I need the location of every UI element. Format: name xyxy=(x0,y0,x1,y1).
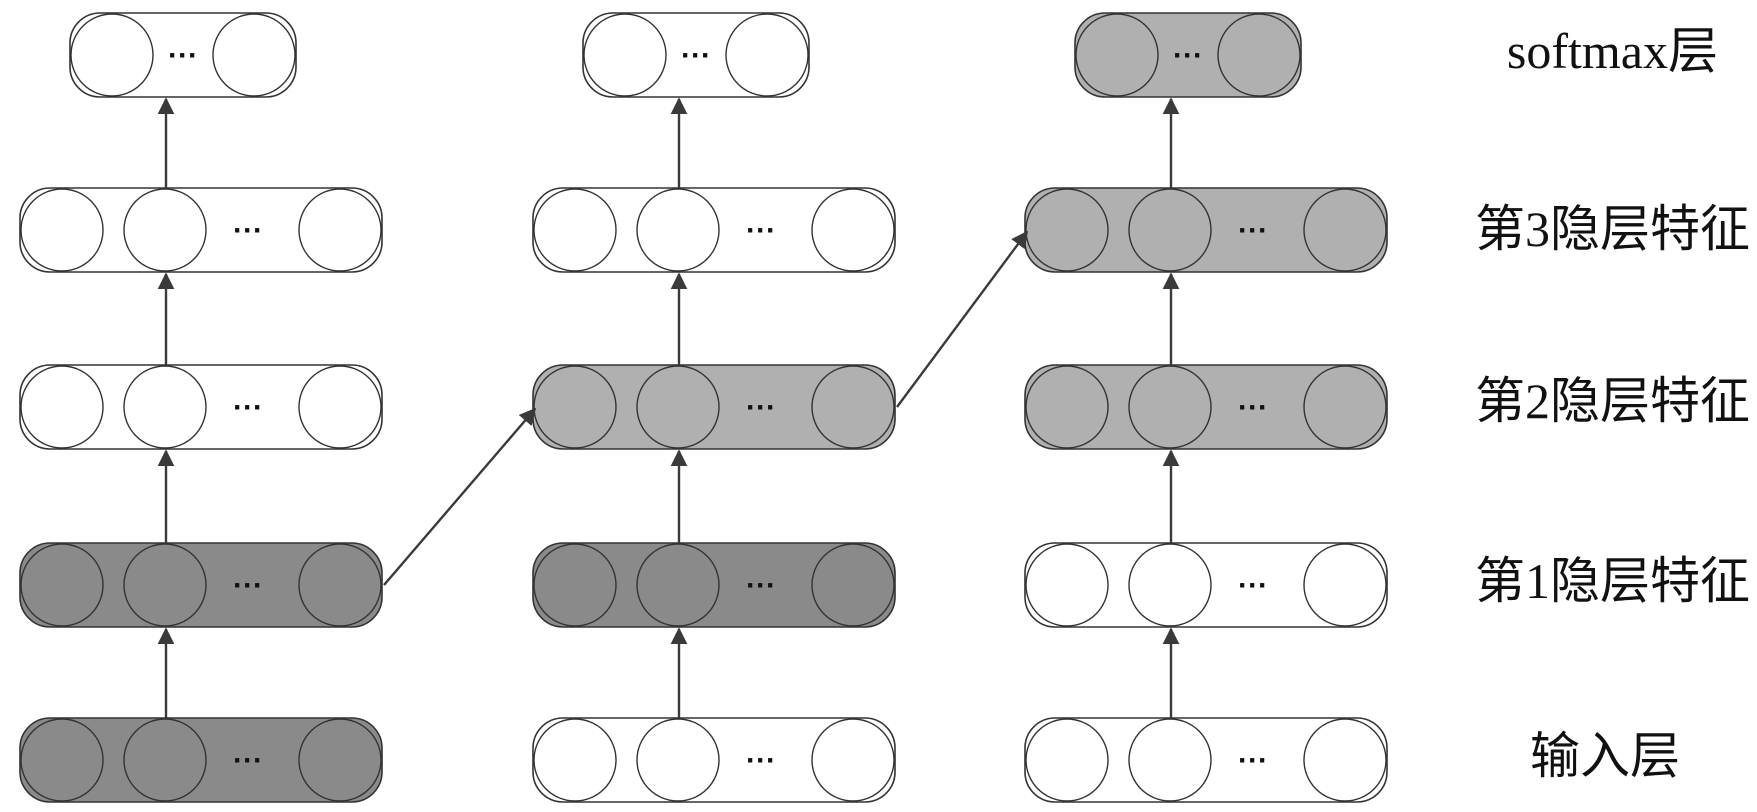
neuron-node xyxy=(1025,718,1109,802)
neuron-node xyxy=(636,365,720,449)
column-1-input-block: ··· xyxy=(19,717,383,803)
cross-link-arrow xyxy=(383,407,537,586)
neuron-node xyxy=(123,543,207,627)
column-1-softmax-block: ··· xyxy=(69,12,297,98)
neuron-node xyxy=(1303,718,1387,802)
column-2-hidden3-block: ··· xyxy=(532,187,896,273)
neuron-node xyxy=(636,188,720,272)
cross-link-arrow xyxy=(896,230,1029,408)
ellipsis-text: ··· xyxy=(746,391,776,424)
column-1-hidden1-block: ··· xyxy=(19,542,383,628)
ellipsis-text: ··· xyxy=(746,214,776,247)
neuron-node xyxy=(298,543,382,627)
neuron-node xyxy=(1075,13,1159,97)
neuron-node xyxy=(725,13,809,97)
neuron-node xyxy=(1303,543,1387,627)
neuron-node xyxy=(1025,188,1109,272)
column-1-hidden2-block: ··· xyxy=(19,364,383,450)
neuron-node xyxy=(811,543,895,627)
column-1-hidden3-block: ··· xyxy=(19,187,383,273)
neuron-node xyxy=(70,13,154,97)
neuron-node xyxy=(811,718,895,802)
neuron-node xyxy=(20,188,104,272)
label-hidden3: 第3隐层特征 xyxy=(1475,201,1750,257)
ellipsis-text: ··· xyxy=(233,391,263,424)
column-2-hidden1-block: ··· xyxy=(532,542,896,628)
column-2-hidden2-block: ··· xyxy=(532,364,896,450)
layer-blocks: ··· ··· ··· ··· ··· ··· ··· ··· ··· ··· ··· ··· ··· ·… xyxy=(19,12,1388,803)
neuron-node xyxy=(1303,365,1387,449)
neuron-node xyxy=(123,365,207,449)
neuron-node xyxy=(1128,718,1212,802)
ellipsis-text: ··· xyxy=(1238,214,1268,247)
ellipsis-text: ··· xyxy=(1238,569,1268,602)
neuron-node xyxy=(1303,188,1387,272)
neuron-node xyxy=(583,13,667,97)
neuron-node xyxy=(636,543,720,627)
ellipsis-text: ··· xyxy=(233,214,263,247)
ellipsis-text: ··· xyxy=(1238,744,1268,777)
ellipsis-text: ··· xyxy=(1238,391,1268,424)
arrows xyxy=(157,97,1180,718)
ellipsis-text: ··· xyxy=(168,39,198,72)
neuron-node xyxy=(533,365,617,449)
neuron-node xyxy=(298,188,382,272)
label-input: 输入层 xyxy=(1530,728,1680,784)
neuron-node xyxy=(20,365,104,449)
neuron-node xyxy=(1025,365,1109,449)
neuron-node xyxy=(1128,543,1212,627)
neuron-node xyxy=(811,365,895,449)
neuron-node xyxy=(1128,188,1212,272)
neuron-node xyxy=(1128,365,1212,449)
neuron-node xyxy=(636,718,720,802)
ellipsis-text: ··· xyxy=(233,569,263,602)
neuron-node xyxy=(533,188,617,272)
neuron-node xyxy=(811,188,895,272)
column-3-hidden1-block: ··· xyxy=(1024,542,1388,628)
neuron-node xyxy=(533,718,617,802)
neuron-node xyxy=(298,718,382,802)
label-softmax: softmax层 xyxy=(1507,23,1718,79)
column-2-softmax-block: ··· xyxy=(582,12,810,98)
neuron-node xyxy=(212,13,296,97)
label-hidden1: 第1隐层特征 xyxy=(1475,553,1750,609)
neuron-node xyxy=(533,543,617,627)
ellipsis-text: ··· xyxy=(746,569,776,602)
neuron-node xyxy=(1217,13,1301,97)
neuron-node xyxy=(123,718,207,802)
neuron-node xyxy=(20,718,104,802)
label-hidden2: 第2隐层特征 xyxy=(1475,373,1750,429)
column-3-input-block: ··· xyxy=(1024,717,1388,803)
ellipsis-text: ··· xyxy=(233,744,263,777)
neuron-node xyxy=(298,365,382,449)
column-3-hidden2-block: ··· xyxy=(1024,364,1388,450)
column-2-input-block: ··· xyxy=(532,717,896,803)
column-3-hidden3-block: ··· xyxy=(1024,187,1388,273)
ellipsis-text: ··· xyxy=(746,744,776,777)
column-3-softmax-block: ··· xyxy=(1074,12,1302,98)
ellipsis-text: ··· xyxy=(1173,39,1203,72)
neuron-node xyxy=(20,543,104,627)
neuron-node xyxy=(1025,543,1109,627)
neuron-node xyxy=(123,188,207,272)
ellipsis-text: ··· xyxy=(681,39,711,72)
